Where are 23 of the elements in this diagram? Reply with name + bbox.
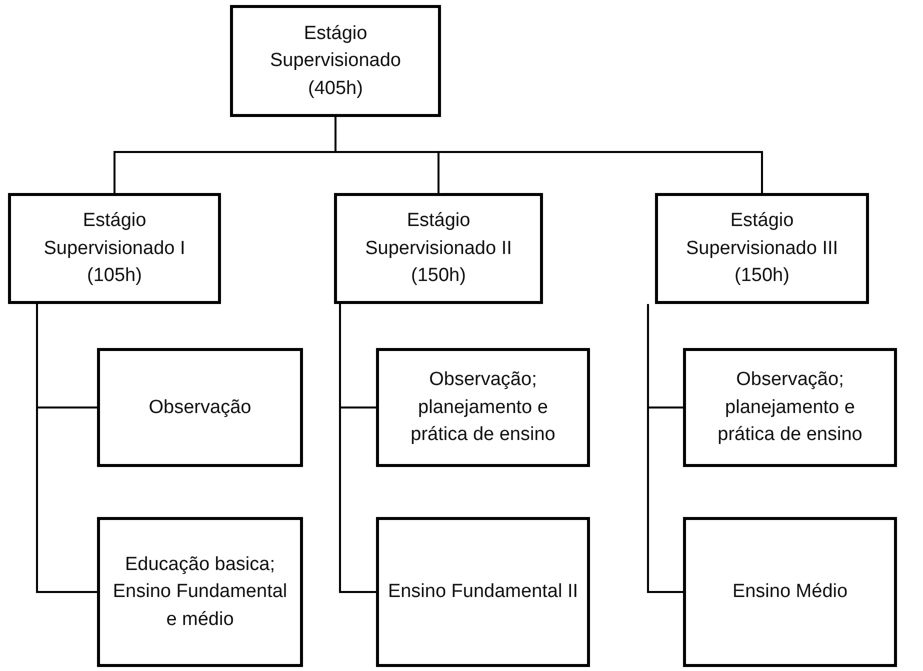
box-label: Ensino Médio: [732, 580, 848, 604]
stage-box: [8, 193, 221, 304]
stage-box: [334, 193, 543, 304]
activity-box: [97, 517, 303, 667]
box-label: Ensino Fundamental II: [388, 580, 578, 604]
box-label: Estágio Supervisionado (405h): [269, 22, 402, 101]
box-label: Estágio Supervisionado III (150h): [684, 209, 840, 288]
activity-box: [97, 348, 303, 467]
box-label: Observação; planejamento e prática de ensino: [716, 368, 864, 448]
activity-box: [683, 517, 897, 667]
box-label: Estágio Supervisionado I (105h): [42, 209, 186, 288]
stage-box: [655, 193, 869, 304]
box-label: Observação: [148, 396, 252, 420]
connector-line: [647, 304, 683, 593]
connector-line: [36, 304, 97, 593]
connector-line: [339, 304, 376, 593]
activity-box: [376, 517, 590, 667]
activity-box: [376, 348, 590, 467]
root-box: [230, 5, 441, 117]
box-label: Educação basica; Ensino Fundamental e médio: [112, 552, 288, 632]
box-label: Estágio Supervisionado II (150h): [364, 209, 513, 288]
box-label: Observação; planejamento e prática de ensino: [410, 368, 556, 448]
activity-box: [683, 348, 897, 467]
